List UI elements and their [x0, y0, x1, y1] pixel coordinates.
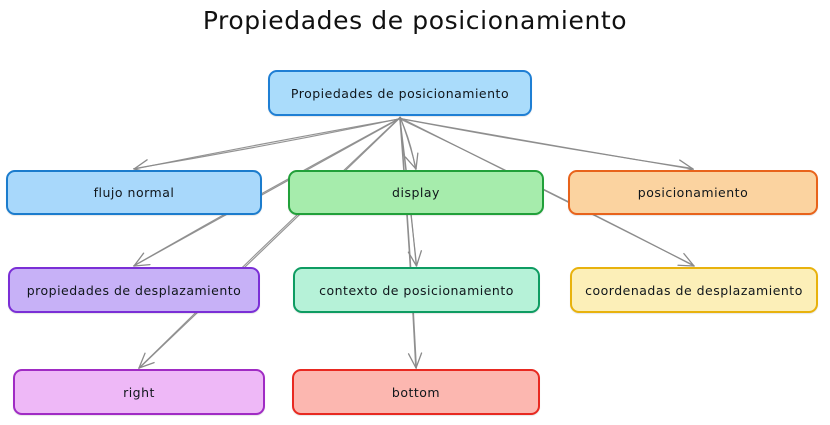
- node-label: bottom: [391, 384, 441, 400]
- page-title: Propiedades de posicionamiento: [202, 6, 628, 35]
- node-display[interactable]: display: [288, 170, 544, 215]
- node-label: propiedades de desplazamiento: [26, 282, 242, 298]
- node-label: right: [123, 384, 155, 400]
- node-root[interactable]: Propiedades de posicionamiento: [268, 70, 532, 116]
- node-label: Propiedades de posicionamiento: [290, 85, 510, 101]
- node-label: posicionamiento: [637, 185, 749, 200]
- node-posicionamiento[interactable]: posicionamiento: [568, 170, 818, 215]
- node-label: display: [392, 185, 440, 200]
- node-label: contexto de posicionamiento: [319, 282, 514, 298]
- node-coordenadas-de-desplazamiento[interactable]: coordenadas de desplazamiento: [570, 267, 818, 313]
- node-label: coordenadas de desplazamiento: [585, 282, 803, 298]
- node-contexto-de-posicionamiento[interactable]: contexto de posicionamiento: [293, 267, 540, 313]
- node-propiedades-de-desplazamiento[interactable]: propiedades de desplazamiento: [8, 267, 260, 313]
- node-right[interactable]: right: [13, 369, 265, 415]
- node-label: flujo normal: [93, 185, 175, 200]
- node-bottom[interactable]: bottom: [292, 369, 540, 415]
- node-flujo-normal[interactable]: flujo normal: [6, 170, 262, 215]
